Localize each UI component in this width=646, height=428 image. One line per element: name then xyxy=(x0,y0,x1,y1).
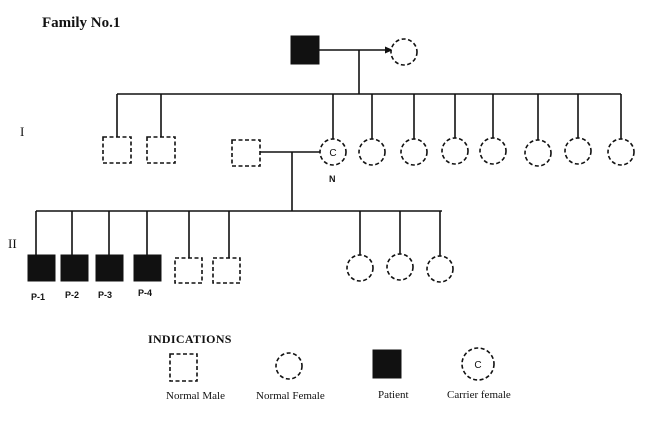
gen1-normal-male xyxy=(102,136,132,164)
gen1-normal-female xyxy=(441,137,469,165)
gen2-normal-female xyxy=(346,254,374,282)
gen2-normal-male xyxy=(174,257,203,284)
patient-p3 xyxy=(95,254,124,282)
gen1-normal-female xyxy=(358,138,386,166)
indications-title: INDICATIONS xyxy=(148,332,232,346)
marriage-arrow xyxy=(385,46,393,54)
gen1-normal-female xyxy=(524,139,552,167)
generation-label-i: I xyxy=(20,124,24,139)
carrier-id-label: N xyxy=(329,174,336,184)
legend-carrier-female-symbol xyxy=(461,347,495,381)
gen2-normal-male xyxy=(212,257,241,284)
patient-p2 xyxy=(60,254,89,282)
legend-normal-female-label: Normal Female xyxy=(256,390,325,402)
legend-normal-male-symbol xyxy=(169,353,198,382)
gen1-normal-female xyxy=(400,138,428,166)
gen1-normal-female xyxy=(607,138,635,166)
top-couple xyxy=(290,35,418,94)
grandfather-patient xyxy=(290,35,320,65)
generation-ii: P-1 P-2 P-3 P-4 xyxy=(27,152,454,302)
spouse-normal-male xyxy=(231,139,261,167)
gen1-normal-female xyxy=(564,137,592,165)
patient-label: P-1 xyxy=(31,292,45,302)
patient-label: P-2 xyxy=(65,290,79,300)
gen1-normal-female xyxy=(479,137,507,165)
legend-normal-female-symbol xyxy=(275,352,303,380)
patient-label: P-3 xyxy=(98,290,112,300)
gen2-normal-female xyxy=(386,253,414,281)
family-title: Family No.1 xyxy=(42,15,120,31)
gen1-normal-male xyxy=(146,136,176,164)
legend-normal-male-label: Normal Male xyxy=(166,390,225,402)
legend-patient-symbol xyxy=(372,349,402,379)
grandmother-normal-female xyxy=(390,38,418,66)
generation-i: C N xyxy=(102,93,635,184)
generation-label-ii: II xyxy=(8,236,17,251)
legend-carrier-mark: C xyxy=(474,360,481,371)
indications-legend: INDICATIONS Normal Male Normal Female Pa… xyxy=(148,332,511,402)
patient-p4 xyxy=(133,254,162,282)
carrier-mark: C xyxy=(329,148,336,159)
patient-label: P-4 xyxy=(138,288,152,298)
legend-carrier-female-label: Carrier female xyxy=(447,389,511,401)
carrier-female xyxy=(319,138,347,166)
legend-patient-label: Patient xyxy=(378,389,409,401)
gen2-normal-female xyxy=(426,255,454,283)
patient-p1 xyxy=(27,254,56,282)
